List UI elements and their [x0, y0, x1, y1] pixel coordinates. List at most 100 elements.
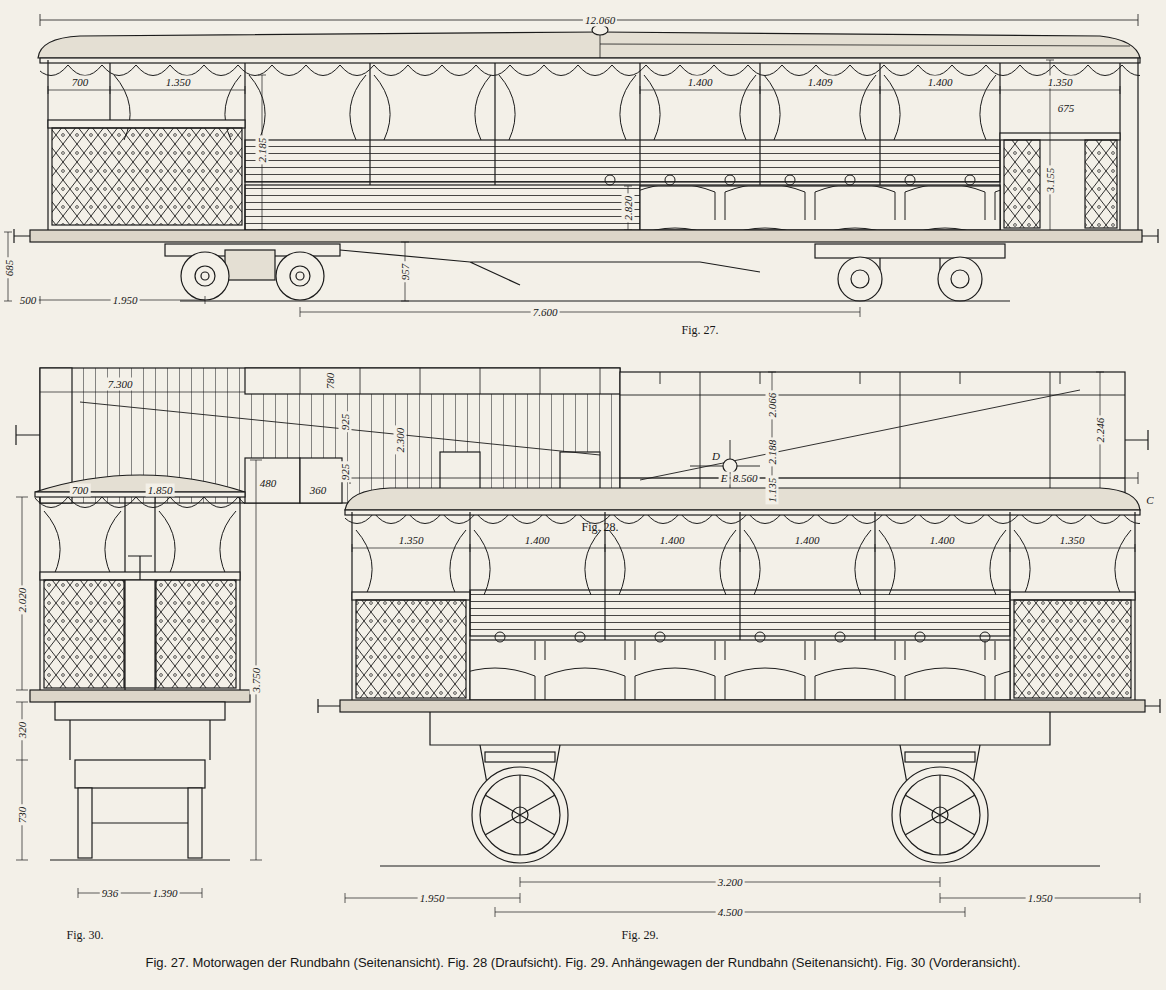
floor-frame [30, 230, 1142, 242]
valance-scallops [35, 497, 245, 511]
dimension-label: 675 [1056, 102, 1077, 115]
dimension-label: 2.300 [394, 426, 407, 455]
roof [345, 488, 1140, 510]
roof-line [600, 32, 1130, 58]
scroll-ornament [605, 175, 975, 185]
valance [345, 510, 1140, 515]
dimension-label: 1.135 [766, 476, 779, 505]
dimension-label: 8.560 [731, 472, 760, 485]
dimension-label: 780 [324, 371, 337, 392]
wheel [78, 788, 92, 858]
front-view [16, 460, 262, 898]
dimension-line [48, 86, 1120, 94]
figure-number: Fig. 27. [679, 323, 720, 337]
truck-frame [815, 244, 1005, 258]
dimension-label: 1.950 [111, 294, 140, 307]
motor-car-plan-view [16, 368, 1148, 503]
dimension-label: 360 [308, 484, 329, 497]
axle [92, 822, 188, 823]
chassis-members [620, 372, 1125, 500]
motor-car-side-view [296, 272, 304, 280]
dimension-label: 2.820 [622, 194, 635, 223]
dimension-label: 957 [399, 262, 412, 283]
scroll-ornament [785, 175, 795, 185]
part-letter: E [719, 472, 730, 485]
door [245, 458, 300, 503]
roof-posts [352, 512, 1135, 700]
dimension-label: 12.060 [583, 14, 617, 27]
figure-number: Fig. 30. [64, 928, 105, 942]
lattice-panel [1014, 600, 1131, 698]
dimension-label: 2.246 [1094, 416, 1107, 445]
dimension-label: 2.020 [16, 586, 29, 615]
curtains [114, 75, 996, 140]
dimension-label: 1.400 [658, 534, 687, 547]
railing-top [352, 592, 470, 600]
dimension-label: 1.390 [151, 887, 180, 900]
door [125, 580, 155, 688]
dimension-label: 480 [258, 477, 279, 490]
figure-number: Fig. 28. [579, 520, 620, 534]
scroll-ornament [845, 175, 855, 185]
dimension-line [352, 544, 1135, 552]
wheel [892, 767, 988, 863]
railing-top [48, 120, 245, 128]
railing-top [1010, 592, 1135, 600]
arched-panels [470, 641, 1010, 700]
chassis [620, 372, 1125, 500]
control-handle [128, 556, 152, 580]
brake-rod [340, 250, 760, 285]
rail [380, 865, 1100, 866]
dimension-label: 936 [100, 887, 121, 900]
dimension-line [350, 472, 1138, 484]
motor-car-side-view [195, 266, 215, 286]
part-letter: D [710, 450, 722, 463]
wheel [472, 767, 568, 863]
dimension-label: 1.950 [418, 892, 447, 905]
scroll-ornament [965, 175, 975, 185]
lattice-panel [1004, 140, 1040, 228]
figure-caption: Fig. 27. Motorwagen der Rundbahn (Seiten… [20, 955, 1146, 970]
dimension-line [40, 14, 1138, 26]
bench [245, 368, 620, 394]
figure-number: Fig. 29. [619, 928, 660, 942]
door [300, 458, 342, 503]
dimension-label: 1.400 [928, 534, 957, 547]
wheel [181, 252, 229, 300]
dimension-label: 1.409 [806, 76, 835, 89]
scroll-ornament [915, 632, 925, 642]
motor-box [225, 250, 275, 280]
dimension-label: 500 [18, 294, 39, 307]
dimension-label: 1.350 [397, 534, 426, 547]
scroll-ornament [605, 175, 615, 185]
scroll-ornament [725, 175, 735, 185]
curtains [356, 530, 1131, 595]
wheel [188, 788, 202, 858]
dimension-label: 925 [339, 412, 352, 433]
bench-front [470, 640, 1010, 700]
brake-gear [690, 440, 760, 495]
scroll-ornament [575, 632, 585, 642]
scroll-ornament [905, 175, 915, 185]
dimension-label: 1.350 [1046, 76, 1075, 89]
brake-rod [640, 390, 1080, 480]
dimension-label: 700 [70, 76, 91, 89]
lattice-panel [356, 600, 466, 698]
dimension-label: 700 [70, 484, 91, 497]
motor-car-side-view [4, 14, 1158, 317]
lattice-panel [156, 580, 236, 688]
step [55, 702, 225, 720]
roof [35, 475, 245, 492]
dimension-label: 1.400 [793, 534, 822, 547]
valance-scallops [345, 515, 1140, 529]
lattice-panel [44, 580, 124, 688]
roof-posts [48, 58, 1138, 232]
underframe [430, 712, 1050, 745]
scroll-ornament [835, 632, 845, 642]
seat-back [245, 140, 1000, 182]
part-letter: C [1144, 494, 1155, 507]
scroll-ornament [655, 632, 665, 642]
dimension-label: 3.200 [716, 876, 745, 889]
motor-car-side-view [851, 270, 869, 288]
